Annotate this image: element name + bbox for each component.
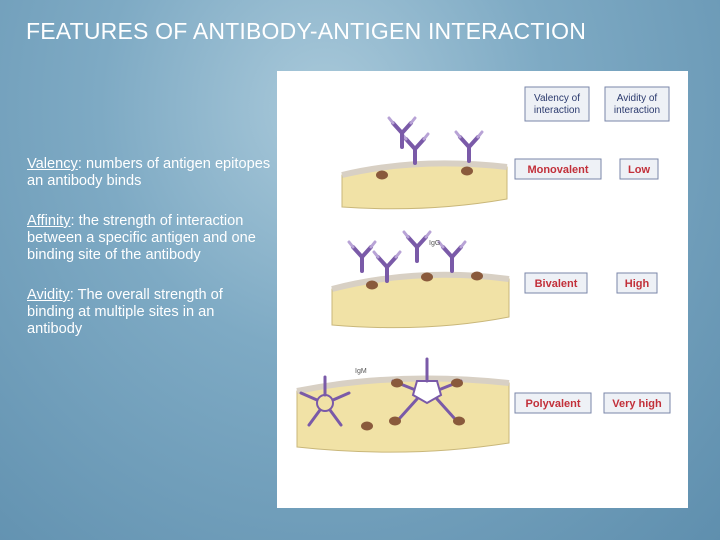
header-valency-line1: Valency of bbox=[534, 93, 580, 104]
label-igg: IgG bbox=[429, 240, 440, 247]
cell-bivalent: Bivalent bbox=[535, 278, 578, 290]
label-igm: IgM bbox=[355, 368, 367, 375]
cell-low-box bbox=[619, 158, 659, 180]
row-bivalent-illustration bbox=[331, 230, 510, 329]
cell-very-high-box bbox=[603, 392, 671, 414]
cell-very-high: Very high bbox=[612, 398, 662, 410]
cell-polyvalent-box bbox=[514, 392, 592, 414]
cell-polyvalent: Polyvalent bbox=[525, 398, 580, 410]
bullet-valency: Valency: numbers of antigen epitopes an … bbox=[27, 156, 272, 190]
cell-high-box bbox=[616, 272, 658, 294]
header-avidity-box bbox=[604, 86, 670, 122]
term-affinity: Affinity bbox=[27, 213, 71, 229]
row-polyvalent-illustration bbox=[296, 357, 510, 453]
cell-monovalent-box bbox=[514, 158, 602, 180]
header-valency-box bbox=[524, 86, 590, 122]
definition-valency: : numbers of antigen epitopes an antibod… bbox=[27, 156, 271, 189]
term-valency: Valency bbox=[27, 156, 78, 172]
header-valency-line2: interaction bbox=[534, 105, 580, 116]
cell-high: High bbox=[625, 278, 650, 290]
bullet-avidity: Avidity: The overall strength of binding… bbox=[27, 287, 272, 338]
header-avidity-line1: Avidity of bbox=[617, 93, 658, 104]
cell-monovalent: Monovalent bbox=[527, 164, 588, 176]
header-avidity-line2: interaction bbox=[614, 105, 660, 116]
definition-avidity: : The overall strength of binding at mul… bbox=[27, 287, 223, 337]
cell-low: Low bbox=[628, 164, 650, 176]
bullet-list: Valency: numbers of antigen epitopes an … bbox=[27, 156, 272, 361]
cell-bivalent-box bbox=[524, 272, 588, 294]
term-avidity: Avidity bbox=[27, 287, 70, 303]
slide-title: FEATURES OF ANTIBODY-ANTIGEN INTERACTION bbox=[26, 18, 587, 44]
definition-affinity: : the strength of interaction between a … bbox=[27, 213, 256, 263]
bullet-affinity: Affinity: the strength of interaction be… bbox=[27, 213, 272, 264]
row-monovalent-illustration bbox=[295, 116, 508, 210]
